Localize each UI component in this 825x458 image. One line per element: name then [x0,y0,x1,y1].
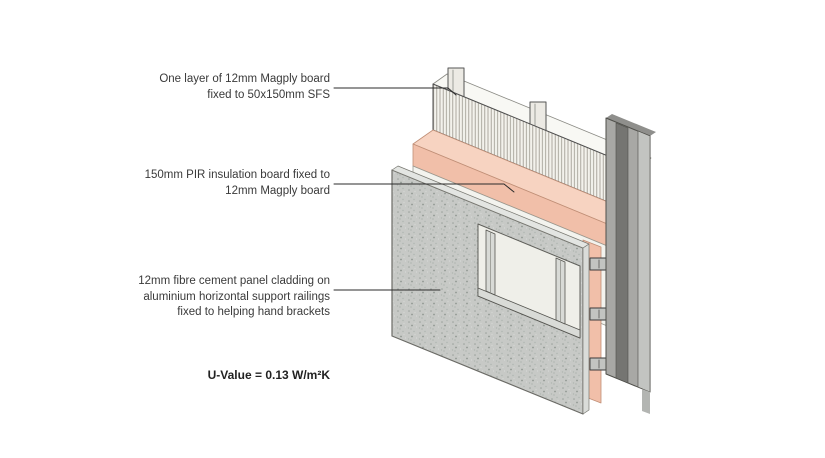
label-cladding-line3: fixed to helping hand brackets [177,306,330,318]
fibre-cement-panel-right-edge [582,243,590,415]
aluminium-horizontal-rail [477,287,581,339]
support-rail-vertical [485,229,496,296]
label-magply-line1: One layer of 12mm Magply board [159,73,330,85]
end-column-section [605,114,656,414]
label-cladding-line2: aluminium horizontal support railings [143,290,330,303]
wall-detail-drawing [333,67,656,415]
label-cladding: 12mm fibre cement panel cladding on alum… [138,274,330,321]
label-cladding-line1: 12mm fibre cement panel cladding on [138,275,330,287]
label-magply-line2: fixed to 50x150mm SFS [207,88,330,101]
leader-line-pir [333,183,515,193]
support-rail-vertical [555,257,566,325]
label-pir-line1: 150mm PIR insulation board fixed to [144,169,330,181]
u-value-label: U-Value = 0.13 W/m²K [207,368,330,382]
label-magply: One layer of 12mm Magply board fixed to … [159,72,330,103]
sfs-stud [447,67,465,99]
label-pir-line2: 12mm Magply board [225,184,330,197]
helping-hand-bracket [589,357,608,371]
leader-line-magply [333,87,457,96]
label-pir: 150mm PIR insulation board fixed to 12mm… [145,168,330,199]
helping-hand-bracket [589,307,608,321]
helping-hand-bracket [589,257,608,271]
